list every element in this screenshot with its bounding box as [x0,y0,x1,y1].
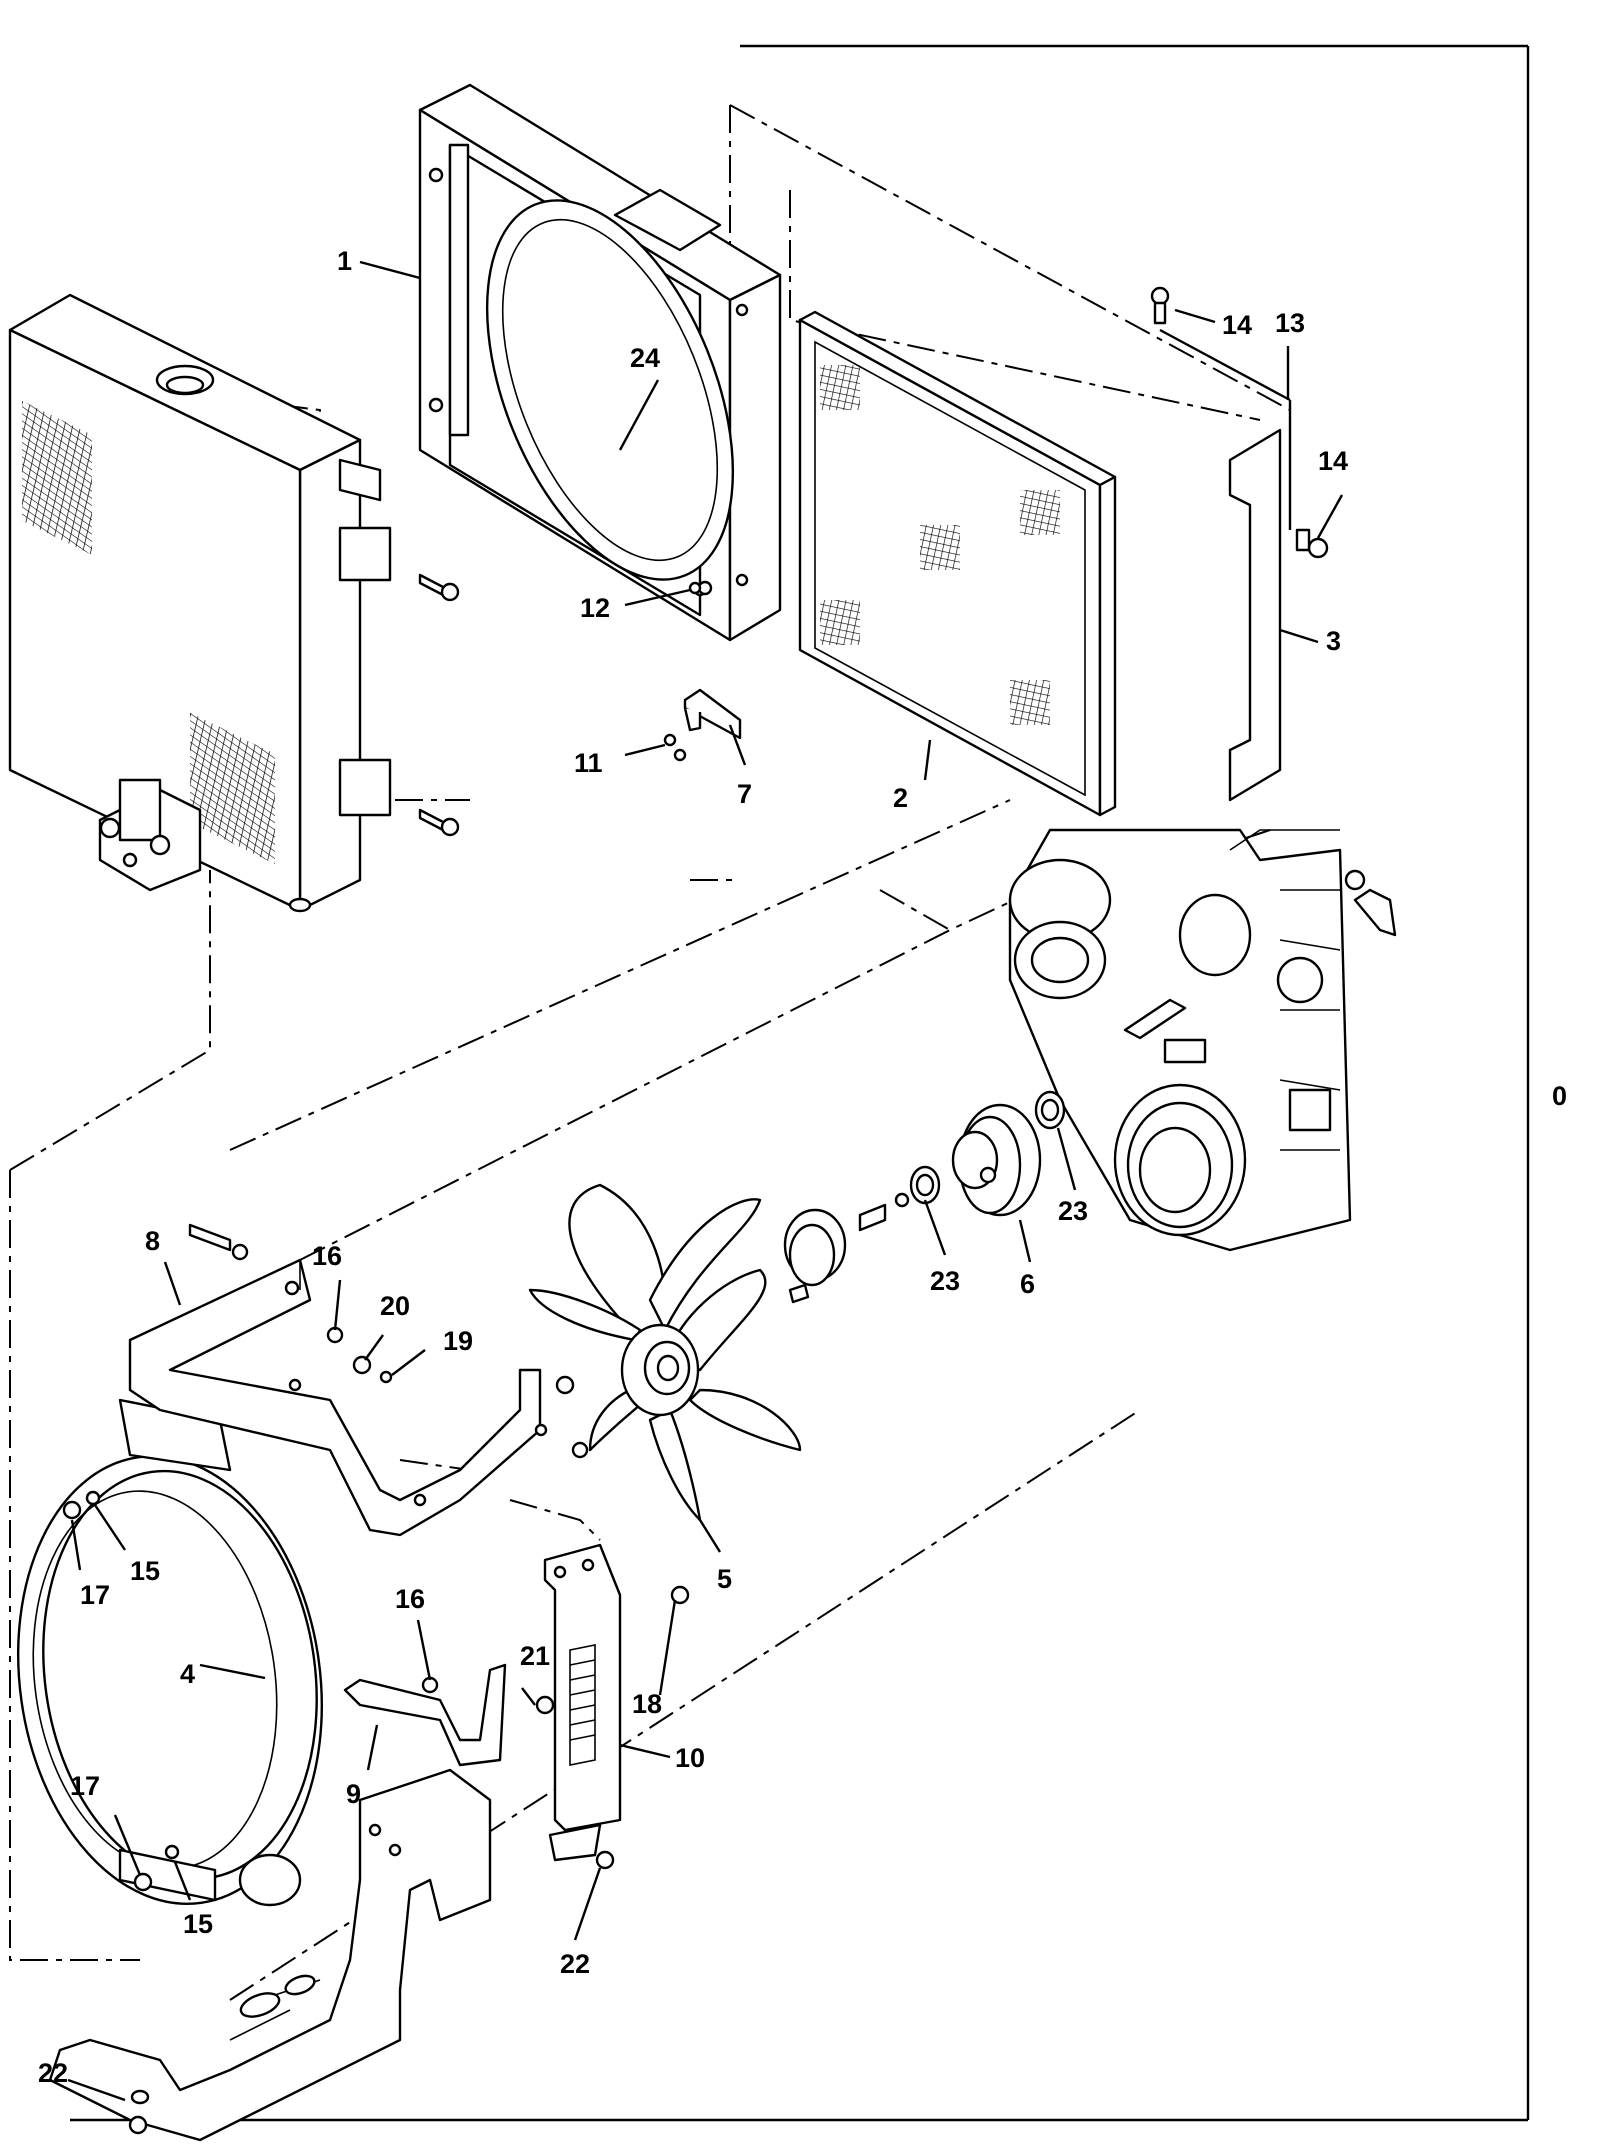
callout-15a: 15 [130,1556,160,1586]
callout-16b: 16 [395,1584,425,1614]
callout-12: 12 [580,593,610,623]
callout-21: 21 [520,1641,550,1671]
upper-support-bracket [128,1223,542,1537]
small-fasteners [128,581,702,2135]
callout-17b: 17 [70,1771,100,1801]
callout-3: 3 [1326,626,1341,656]
fan-hub-adapter [788,1223,836,1287]
callout-14b: 14 [1318,446,1348,476]
callout-7: 7 [737,779,752,809]
callout-11: 11 [574,748,603,778]
callout-4: 4 [180,1659,195,1689]
callout-14a: 14 [1222,310,1252,340]
vertical-brace [543,1543,622,1862]
page-frame [70,44,1530,2122]
callout-24: 24 [630,343,660,373]
callout-5: 5 [717,1564,732,1594]
callout-8: 8 [145,1226,160,1256]
cooling-fan [528,1183,802,1522]
section-number: 0 [1552,1081,1567,1111]
lower-support-bracket [48,1663,507,2142]
callout-23b: 23 [1058,1196,1088,1226]
engine-block [1008,828,1397,1252]
mounting-bolts-upper [418,573,713,837]
leader-lines [67,260,1344,2102]
retaining-clip [683,688,742,740]
callout-9: 9 [346,1779,361,1809]
callout-17a: 17 [80,1580,110,1610]
radiator [8,293,392,913]
side-bracket [1228,428,1291,802]
callout-13: 13 [1275,308,1305,338]
screen-panel [798,310,1117,817]
callout-6: 6 [1020,1269,1035,1299]
callout-15b: 15 [183,1909,213,1939]
callout-19: 19 [443,1326,473,1356]
callout-16a: 16 [312,1241,342,1271]
callout-22a: 22 [560,1949,590,1979]
callout-22b: 22 [38,2058,68,2088]
fan-guard-ring [16,1398,324,1907]
callout-20: 20 [380,1291,410,1321]
fan-shroud [418,83,782,642]
support-rod [1150,286,1329,559]
callout-18: 18 [632,1689,662,1719]
callout-23a: 23 [930,1266,960,1296]
callout-2: 2 [893,783,908,813]
callout-10: 10 [675,1743,705,1773]
callout-1: 1 [337,246,352,276]
callout-labels: 1 24 2 3 4 5 6 7 8 9 10 11 12 13 14 14 1… [38,246,1567,2088]
